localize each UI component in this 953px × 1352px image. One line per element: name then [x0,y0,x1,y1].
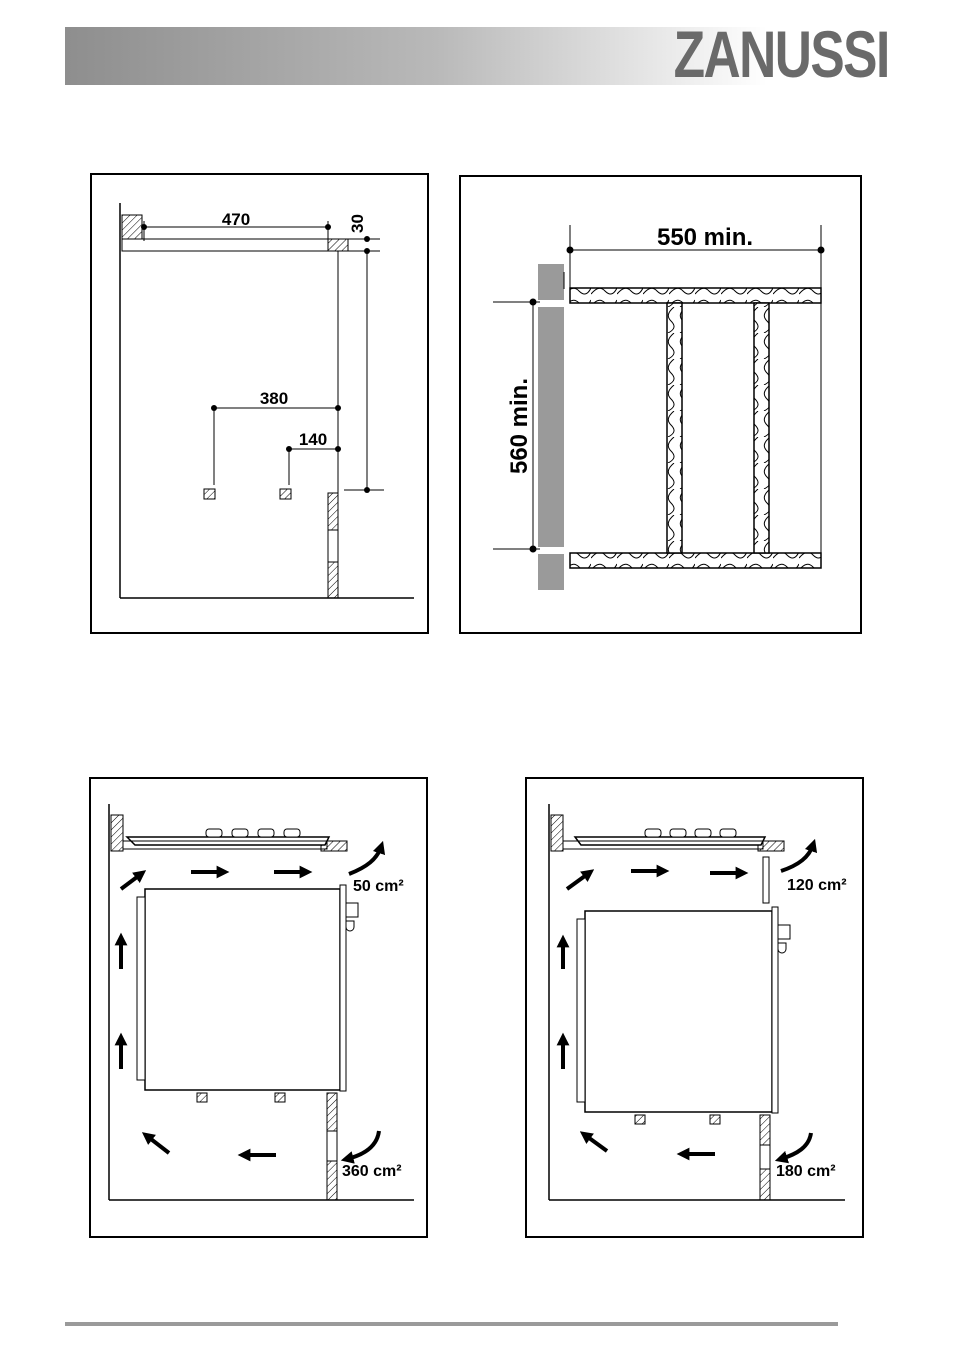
dim-label-560: 560 min. [506,378,533,474]
oven [585,911,772,1112]
oven-door [340,885,346,1091]
oven-handle [346,903,358,917]
figure-ventilation-a: 50 cm² 360 cm² [89,777,428,1238]
wall-strip-top [538,264,564,300]
figure-ventilation-b-drawing: 120 cm² 180 cm² [527,779,862,1236]
hob-knob [670,829,686,837]
worktop-cutout [122,239,348,251]
dim-label-380: 380 [260,389,288,408]
wall-strip-bottom [538,554,564,590]
fixing-bracket-left [204,489,215,499]
dim-label-550: 550 min. [657,224,753,251]
oven-door [772,907,778,1113]
vent-label-top: 120 cm² [787,877,847,894]
fixing-bracket-right [280,489,291,499]
oven [145,889,340,1090]
worktop-block-right [328,239,348,251]
vent-label-bottom: 180 cm² [776,1163,836,1180]
figure-ventilation-b: 120 cm² 180 cm² [525,777,864,1238]
side-panel-upper [328,493,338,530]
hob-knob [720,829,736,837]
figure-cabinet-min-dimensions-drawing: 550 min. 560 min. [461,177,860,632]
shelf-top [570,288,821,303]
footer-rule [65,1322,838,1326]
upright-left [667,303,682,553]
shelf-bottom [570,553,821,568]
dim-label-30: 30 [348,214,367,233]
dim-label-470: 470 [222,210,250,229]
brand-logo: ZANUSSI [674,23,889,85]
hob-knob [284,829,300,837]
vent-label-bottom: 360 cm² [342,1163,402,1180]
hob-knob [232,829,248,837]
upright-right [754,303,769,553]
hob-knob [206,829,222,837]
side-panel-lower [328,562,338,598]
hob-knob [258,829,274,837]
worktop-block-left [111,815,123,851]
figure-hob-dimensions-drawing: 470 30 380 140 [92,175,427,632]
vent-panel [763,857,769,903]
vent-label-top: 50 cm² [353,878,404,895]
wall-strip-middle [538,307,564,547]
figure-ventilation-a-drawing: 50 cm² 360 cm² [91,779,426,1236]
figure-cabinet-min-dimensions: 550 min. 560 min. [459,175,862,634]
hob-knob [645,829,661,837]
hob-knob [695,829,711,837]
figure-hob-dimensions: 470 30 380 140 [90,173,429,634]
dim-label-140: 140 [299,430,327,449]
